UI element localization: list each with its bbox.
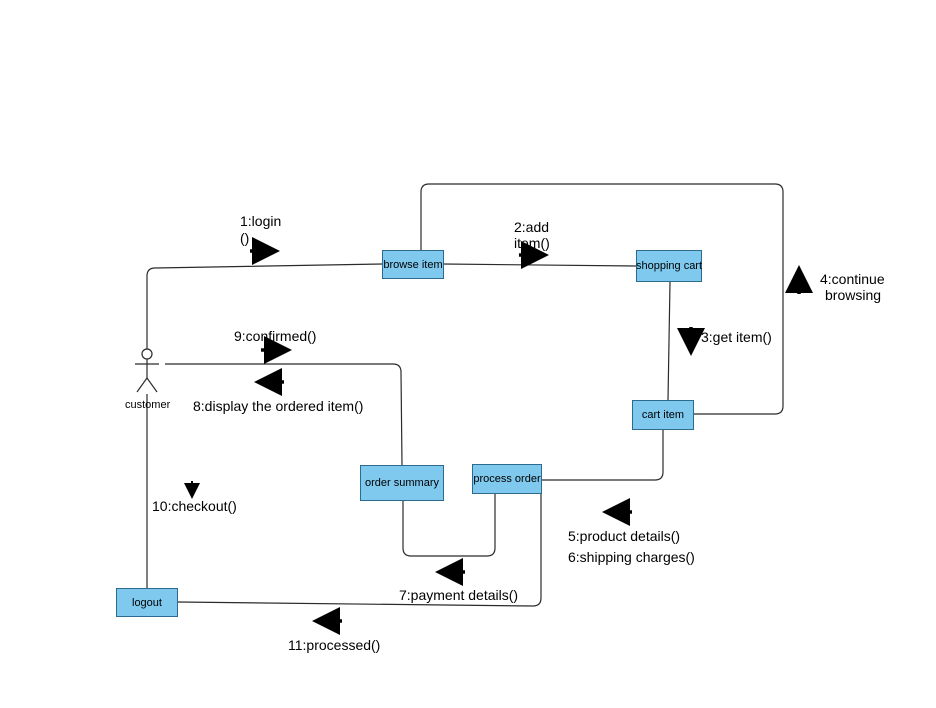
message-9: 9:confirmed(): [234, 328, 317, 344]
message-2-line1: 2:add: [514, 219, 550, 235]
object-browse-item[interactable]: browse item: [382, 250, 444, 279]
message-2-line2: item(): [514, 235, 550, 251]
message-1-line2: (): [240, 230, 250, 246]
object-label: order summary: [365, 477, 439, 489]
customer-actor-icon: [135, 348, 159, 393]
actor-label: customer: [125, 399, 171, 411]
message-6: 6:shipping charges(): [568, 549, 695, 565]
link-shopping-cart-cart-item: [667, 281, 671, 401]
link-browse-item-shopping-cart: [442, 263, 637, 267]
message-5: 5:product details(): [568, 528, 681, 544]
object-label: logout: [132, 596, 162, 609]
message-11: 11:processed(): [288, 637, 381, 653]
link-process-order-logout: [177, 494, 542, 607]
object-order-summary[interactable]: order summary: [360, 465, 444, 501]
link-browse-item-cart-item: [420, 183, 784, 415]
link-customer-order-summary: [165, 363, 403, 466]
object-label: browse item: [383, 258, 443, 271]
message-1-line1: 1:login: [240, 213, 282, 229]
object-shopping-cart[interactable]: shopping cart: [636, 250, 702, 282]
object-label: shopping cart: [635, 260, 703, 272]
message-3: 3:get item(): [701, 329, 772, 345]
message-4-line2: browsing: [825, 287, 882, 303]
message-7: 7:payment details(): [399, 587, 519, 603]
object-label: cart item: [641, 409, 685, 421]
message-4-line1: 4:continue: [820, 271, 885, 287]
object-logout[interactable]: logout: [116, 588, 178, 617]
link-cart-item-process-order: [541, 430, 664, 481]
message-10: 10:checkout(): [152, 498, 237, 514]
object-label: process order: [473, 473, 541, 485]
link-order-summary-process-order: [402, 494, 496, 557]
link-customer-browse-item: [146, 263, 383, 350]
object-cart-item[interactable]: cart item: [632, 400, 694, 430]
message-8: 8:display the ordered item(): [193, 398, 364, 414]
object-process-order[interactable]: process order: [472, 464, 542, 494]
